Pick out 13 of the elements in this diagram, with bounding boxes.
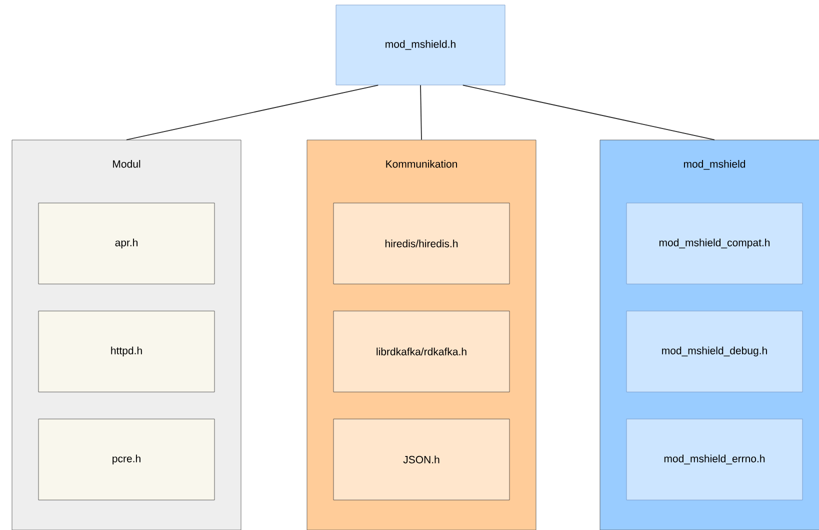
header-file-box: mod_mshield_errno.h <box>626 418 803 500</box>
connector-line <box>420 84 422 140</box>
connector-line <box>126 84 379 140</box>
header-file-box: pcre.h <box>38 418 215 500</box>
header-file-box: apr.h <box>38 202 215 284</box>
header-file-box: librdkafka/rdkafka.h <box>333 310 510 392</box>
header-file-box: mod_mshield_compat.h <box>626 202 803 284</box>
header-file-box: JSON.h <box>333 418 510 500</box>
header-box: mod_mshield.h <box>336 4 506 86</box>
header-file-box: httpd.h <box>38 310 215 392</box>
header-file-box: mod_mshield_debug.h <box>626 310 803 392</box>
header-file-box: hiredis/hiredis.h <box>333 202 510 284</box>
connector-line <box>462 84 715 140</box>
